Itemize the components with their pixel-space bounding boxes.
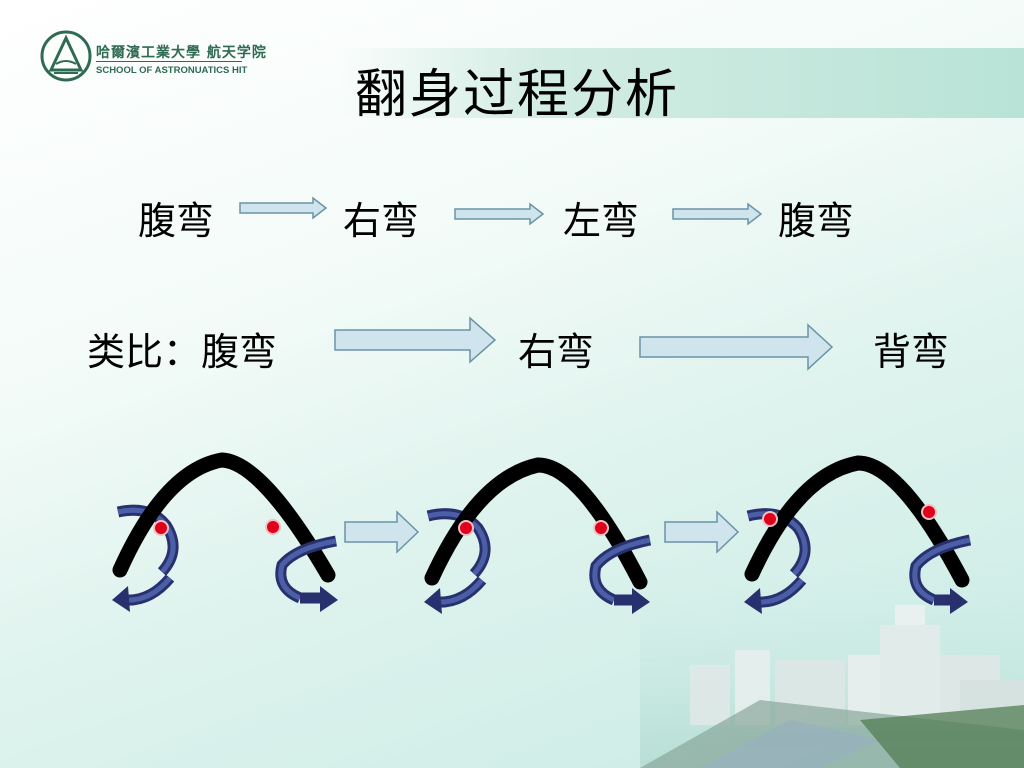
logo-emblem-icon	[40, 30, 92, 82]
title-band	[340, 48, 1024, 118]
row1-word-left-bend: 左弯	[563, 199, 640, 243]
marker-dot	[265, 519, 281, 535]
rotation-symbol-right	[589, 534, 652, 614]
row1-word-ventral-bend-end: 腹弯	[778, 199, 855, 243]
stage-3-back-bend	[744, 455, 972, 614]
marker-dot	[593, 520, 609, 536]
row2-arrow-1	[334, 316, 497, 364]
marker-dot	[153, 520, 169, 536]
marker-dot	[921, 504, 937, 520]
stage-arrow-2	[664, 510, 740, 554]
row2-arrow-2	[639, 323, 834, 371]
stage-1-ventral-bend	[112, 452, 338, 612]
row1-word-right-bend: 右弯	[343, 199, 420, 243]
row2-analogy-ventral-bend: 类比：腹弯	[87, 330, 278, 374]
city-skyline-image	[640, 560, 1024, 768]
logo-chinese-name: 哈爾濱工業大學 航天学院	[96, 45, 267, 61]
body-curve	[112, 452, 336, 583]
marker-dot	[762, 511, 778, 527]
row1-word-ventral-bend: 腹弯	[138, 199, 215, 243]
marker-dot	[458, 520, 474, 536]
school-logo: 哈爾濱工業大學 航天学院 SCHOOL OF ASTRONUATICS HIT	[40, 30, 266, 84]
logo-english-name: SCHOOL OF ASTRONUATICS HIT	[96, 65, 248, 76]
row1-arrow-2	[454, 202, 545, 226]
rotation-symbol-right	[909, 534, 972, 614]
rotation-symbol-right	[275, 535, 338, 612]
logo-divider	[96, 61, 242, 62]
slide-title: 翻身过程分析	[355, 65, 680, 125]
rotation-symbol-left	[424, 508, 491, 614]
row1-arrow-1	[239, 196, 328, 220]
row2-word-right-bend: 右弯	[518, 330, 595, 374]
row1-arrow-3	[672, 202, 763, 226]
row2-word-back-bend: 背弯	[873, 330, 950, 374]
stage-arrow-1	[344, 510, 420, 554]
stage-2-right-bend	[424, 457, 652, 614]
